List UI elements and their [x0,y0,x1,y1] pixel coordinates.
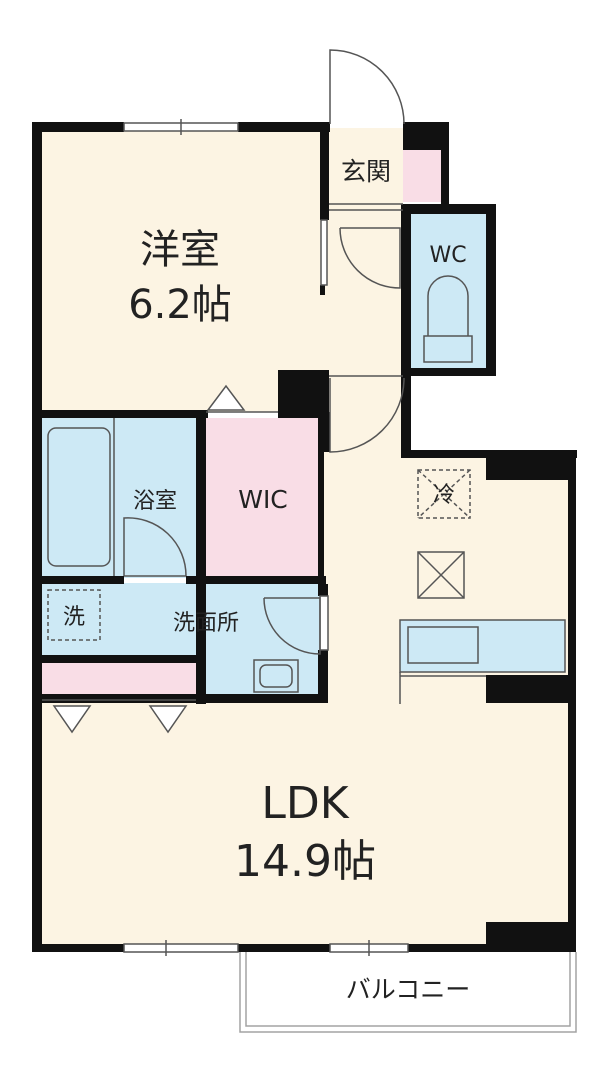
corridor-floor [323,128,403,452]
storage-door-right [148,705,188,734]
washroom-window [319,595,329,651]
western-wall-bottom-left [32,410,208,418]
bath-wall-bottom-2 [186,576,326,584]
ldk-storage-fill [40,663,200,696]
laundry-label: 洗 [63,605,85,630]
wic-door-marker [206,384,246,411]
entrance-wall-right [441,122,449,208]
washroom-label: 洗面所 [173,611,239,636]
western-room-floor [40,128,323,412]
outer-wall-bottom-left [32,944,124,952]
toilet-label: WC [429,243,466,268]
balcony-label: バルコニー [346,975,471,1004]
outer-wall-left [32,124,42,952]
washroom-wall-bottom [32,655,206,663]
toilet-tank [423,335,473,363]
kitchen-sink [407,626,479,664]
ldk-pillar-top [486,450,576,480]
washroom-wall-right-a [318,584,328,596]
laundry-space [47,589,101,641]
bath-label: 浴室 [133,489,177,514]
washroom-door-swing [263,597,321,655]
doors [42,49,405,734]
washroom-wall-right-b [318,650,328,700]
bath-door-swing [123,517,187,577]
western-room-name: 洋室 [140,227,220,273]
ldk-size: 14.9帖 [234,836,376,887]
western-pillar [278,370,329,418]
labels: 洋室 6.2帖 玄関 WC 浴室 WIC 洗面所 洗 冷 LDK 14.9帖 バ… [63,157,470,1004]
toilet-wall-bottom [403,368,495,376]
toilet-door-swing [339,227,401,289]
wic-wall-right-lower [318,452,324,582]
wic-label: WIC [238,485,288,514]
corridor-wall-right [401,204,411,454]
fridge-space [417,469,471,519]
storage-door-left [52,705,92,734]
front-door-swing [329,49,405,125]
western-sliding-door [320,219,328,286]
outer-wall-bottom-mid [238,944,330,952]
walk-in-closet-floor [205,418,321,578]
balcony-inline [245,952,571,1027]
western-wall-right-top [320,124,329,220]
ldk-pillar-mid [486,675,576,703]
outer-wall-bottom-right [408,944,576,952]
washroom-floor [40,583,324,655]
fridge-label: 冷 [433,483,455,508]
room-fills [40,128,570,944]
balcony-outline [239,952,577,1033]
toilet-wall-right [486,204,496,376]
outer-wall-top-left [32,122,124,132]
ldk-main-floor [40,698,570,944]
ldk-name: LDK [261,778,349,829]
toilet-bowl [427,275,469,336]
ldk-window-left [123,943,239,953]
fridge-cross-2 [417,469,471,519]
walls [32,122,577,952]
range-hood-cross-2 [417,551,465,599]
entrance-closet-fill [403,150,441,202]
balcony [239,952,577,1033]
wic-wall-right [318,412,330,452]
outer-wall-top-mid [238,122,330,132]
bathtub [47,427,111,567]
wash-basin-bowl [259,664,293,688]
fixtures [47,275,486,704]
bath-wall-bottom [32,576,124,584]
corridor-door-swing [329,377,405,453]
entrance-label: 玄関 [341,157,391,186]
western-room-size: 6.2帖 [128,282,232,328]
windows [123,119,409,956]
toilet-wall [403,204,493,214]
western-wall-right-seg [320,285,325,295]
storage-wall-bottom [32,694,328,703]
bath-wall-mid [196,412,206,704]
range-hood [417,551,465,599]
